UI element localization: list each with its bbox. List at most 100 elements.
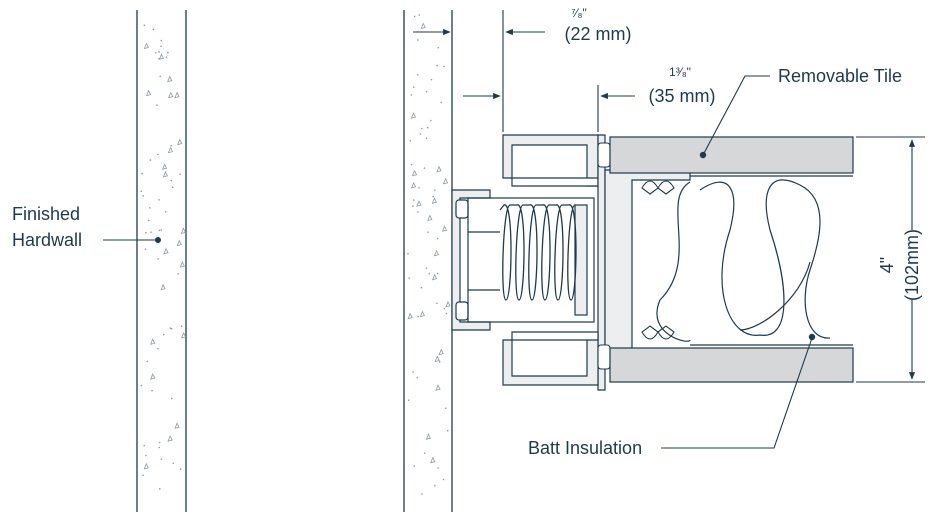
aggregate-mark xyxy=(180,227,186,234)
dimension-22mm xyxy=(413,10,545,132)
aggregate-mark xyxy=(149,338,156,345)
aggregate-mark xyxy=(150,373,156,380)
aggregate-dot xyxy=(157,153,159,156)
aggregate-dot xyxy=(156,104,158,106)
aggregate-dot xyxy=(417,315,420,318)
aggregate-dot xyxy=(410,163,413,166)
aggregate-mark xyxy=(410,181,417,189)
aggregate-dot xyxy=(150,231,152,233)
aggregate-dot xyxy=(164,211,167,213)
aggregate-dot xyxy=(421,493,423,495)
aggregate-dot xyxy=(151,389,153,392)
removable-tile xyxy=(609,136,854,383)
aggregate-dot xyxy=(143,444,146,447)
aggregate-dot xyxy=(169,327,172,330)
left-hardwall xyxy=(136,10,187,512)
aggregate-dot xyxy=(157,347,159,350)
tension-spring xyxy=(499,204,577,301)
aggregate-dot xyxy=(421,127,423,130)
left-hardwall-aggregate xyxy=(140,24,187,490)
aggregate-mark xyxy=(163,247,169,255)
aggregate-dot xyxy=(446,429,449,432)
aggregate-dot xyxy=(140,384,143,387)
aggregate-mark xyxy=(145,89,152,97)
aggregate-dot xyxy=(159,75,162,78)
aggregate-mark xyxy=(143,42,149,50)
mounting-base xyxy=(451,189,595,331)
finished-hardwall-label-line2: Hardwall xyxy=(12,230,82,250)
aggregate-dot xyxy=(443,65,445,68)
aggregate-dot xyxy=(171,186,174,189)
aggregate-dot xyxy=(438,361,441,363)
aggregate-dot xyxy=(146,360,149,363)
tile-gaskets xyxy=(597,142,675,370)
aggregate-mark xyxy=(407,312,413,320)
aggregate-mark xyxy=(431,197,437,204)
aggregate-dot xyxy=(160,39,163,42)
aggregate-dot xyxy=(140,190,143,193)
finished-hardwall-label-line1: Finished xyxy=(12,204,80,224)
aggregate-dot xyxy=(407,399,410,402)
aggregate-dot xyxy=(158,488,161,490)
aggregate-dot xyxy=(425,267,428,269)
aggregate-dot xyxy=(158,51,160,53)
aggregate-dot xyxy=(149,159,152,161)
finished-hardwall-leader xyxy=(103,237,161,243)
aggregate-mark xyxy=(167,435,173,442)
aggregate-dot xyxy=(423,452,426,454)
aggregate-dot xyxy=(417,74,419,76)
aggregate-dot xyxy=(416,39,419,41)
aggregate-mark xyxy=(425,433,431,440)
dimension-4in xyxy=(856,136,925,383)
aggregate-mark xyxy=(177,138,183,146)
aggregate-dot xyxy=(145,454,147,457)
aggregate-dot xyxy=(434,485,436,487)
aggregate-dot xyxy=(413,15,416,18)
aggregate-dot xyxy=(160,45,162,48)
aggregate-dot xyxy=(160,458,163,460)
lower-frame xyxy=(502,331,599,386)
aggregate-dot xyxy=(427,231,429,233)
aggregate-mark xyxy=(176,239,182,247)
aggregate-dot xyxy=(436,272,439,275)
aggregate-dot xyxy=(428,272,431,275)
right-hardwall-aggregate xyxy=(407,14,451,495)
aggregate-dot xyxy=(152,28,155,31)
aggregate-mark xyxy=(431,273,438,281)
aggregate-mark xyxy=(410,112,417,119)
batt-insulation-label: Batt Insulation xyxy=(528,438,642,458)
aggregate-dot xyxy=(437,46,440,49)
aggregate-dot xyxy=(445,407,447,410)
aggregate-dot xyxy=(440,101,443,104)
aggregate-dot xyxy=(437,467,439,469)
aggregate-mark xyxy=(411,169,418,177)
aggregate-dot xyxy=(443,307,446,310)
dim-22mm-metric: (22 mm) xyxy=(565,24,632,44)
aggregate-dot xyxy=(412,205,414,208)
right-hardwall xyxy=(403,10,453,512)
aggregate-dot xyxy=(167,51,169,54)
dim-4in-metric: (102mm) xyxy=(902,229,922,301)
aggregate-dot xyxy=(416,376,419,379)
aggregate-dot xyxy=(142,474,144,476)
aggregate-dot xyxy=(160,229,163,231)
aggregate-dot xyxy=(419,133,422,135)
aggregate-mark xyxy=(168,91,174,99)
aggregate-dot xyxy=(430,78,433,81)
aggregate-dot xyxy=(179,173,181,176)
dimension-35mm xyxy=(597,85,635,132)
aggregate-dot xyxy=(144,248,147,251)
aggregate-mark xyxy=(162,170,169,178)
aggregate-dot xyxy=(425,137,428,139)
batt-insulation xyxy=(656,175,853,346)
aggregate-dot xyxy=(412,371,414,373)
aggregate-mark xyxy=(174,422,180,429)
aggregate-mark xyxy=(438,348,444,356)
aggregate-dot xyxy=(143,24,146,27)
aggregate-dot xyxy=(436,64,438,67)
aggregate-dot xyxy=(407,252,409,255)
aggregate-mark xyxy=(433,249,440,257)
aggregate-dot xyxy=(154,52,157,54)
